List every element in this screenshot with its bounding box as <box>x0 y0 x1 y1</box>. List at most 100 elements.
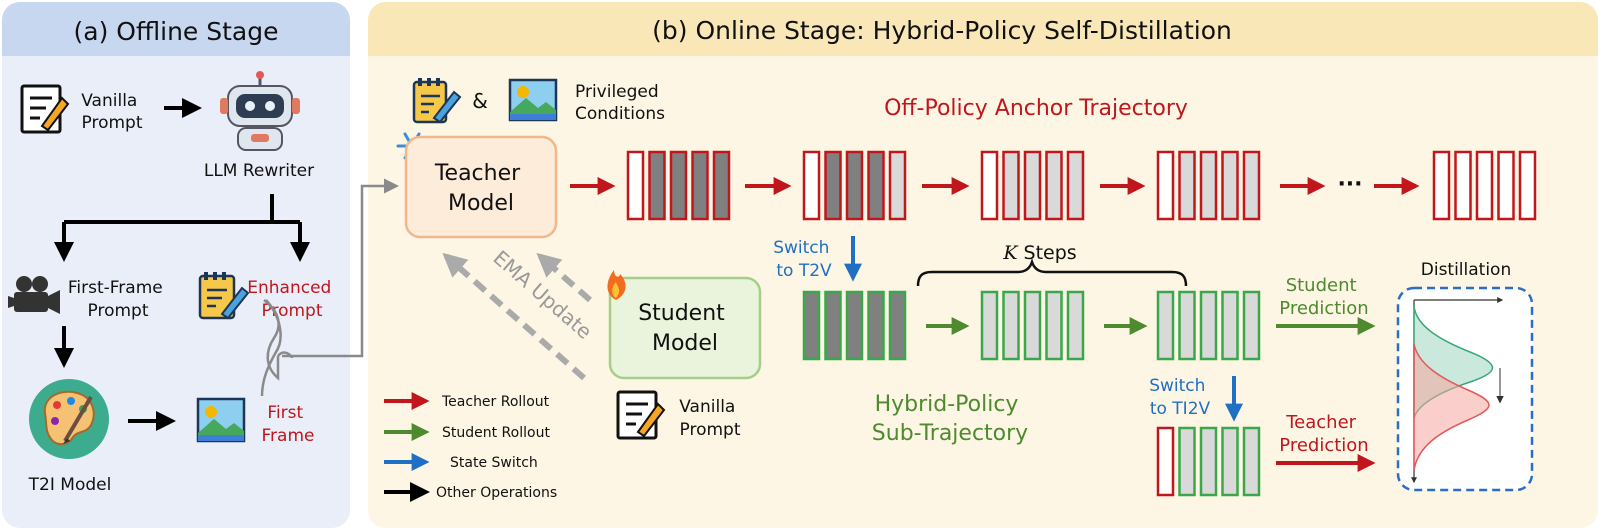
ti2v-traj <box>1156 426 1261 497</box>
teacher-traj-2-cell <box>888 150 907 221</box>
k-steps-brace <box>916 258 1188 287</box>
teacher-traj-5-cell <box>1432 150 1451 221</box>
teacher-traj-3-cell <box>1002 150 1020 221</box>
distillation-label: Distillation <box>1421 260 1512 280</box>
student-notepad-icon <box>616 390 666 440</box>
legend-other-label: Other Operations <box>436 485 557 501</box>
ti2v-traj-cell <box>1199 426 1218 497</box>
teacher-traj-1-cell <box>626 150 645 221</box>
llm-rewriter-label: LLM Rewriter <box>204 161 314 181</box>
ti2v-traj-cell <box>1156 426 1175 497</box>
student-traj-2-cell <box>1066 290 1085 361</box>
hybrid-policy-label: Hybrid-Policy Sub-Trajectory <box>872 392 1028 446</box>
ti2v-traj-cell <box>1221 426 1239 497</box>
teacher-traj-3-cell <box>1066 150 1085 221</box>
notepad-icon <box>20 84 70 134</box>
student-traj-3-cell <box>1221 290 1239 361</box>
trajectory-layer <box>626 150 1537 497</box>
teacher-traj-1-cell <box>669 150 688 221</box>
student-traj-3-cell <box>1156 290 1175 361</box>
teacher-traj-2-cell <box>845 150 864 221</box>
ti2v-traj-cell <box>1178 426 1196 497</box>
robot-icon <box>220 71 300 151</box>
ti2v-traj-cell <box>1242 426 1261 497</box>
legend-switch-label: State Switch <box>450 455 538 471</box>
privileged-conditions-label: Privileged Conditions <box>575 82 665 124</box>
student-traj-3 <box>1156 290 1261 361</box>
first-frame-image-icon <box>196 397 246 443</box>
teacher-traj-1-cell <box>691 150 709 221</box>
distillation-plot <box>1396 286 1534 492</box>
teacher-prediction-label: Teacher Prediction <box>1279 412 1368 456</box>
teacher-traj-5-cell <box>1518 150 1537 221</box>
teacher-traj-2-cell <box>867 150 885 221</box>
student-traj-1-cell <box>888 290 907 361</box>
t2i-model-label: T2I Model <box>28 475 112 495</box>
teacher-traj-4-cell <box>1221 150 1239 221</box>
teacher-traj-1 <box>626 150 731 221</box>
teacher-traj-2 <box>802 150 907 221</box>
teacher-traj-4-cell <box>1156 150 1175 221</box>
teacher-traj-1-cell <box>712 150 731 221</box>
fire-icon <box>607 270 626 300</box>
student-model-label: Student Model <box>638 301 732 356</box>
teacher-traj-3-cell <box>980 150 999 221</box>
student-traj-1-cell <box>802 290 821 361</box>
legend: Teacher Rollout Student Rollout State Sw… <box>384 392 557 502</box>
student-traj-1-cell <box>845 290 864 361</box>
arrow-offline-to-teacher <box>260 299 282 397</box>
arrow-brace-to-teacher <box>282 178 399 358</box>
teacher-traj-5-cell <box>1454 150 1472 221</box>
student-traj-1-cell <box>867 290 885 361</box>
legend-student-label: Student Rollout <box>442 425 550 441</box>
trajectory-ellipsis: ··· <box>1337 172 1362 197</box>
offline-vanilla-prompt-label: Vanilla Prompt <box>81 91 143 133</box>
first-frame-label: First Frame <box>262 403 315 446</box>
online-panel: (b) Online Stage: Hybrid-Policy Self-Dis… <box>368 2 1598 528</box>
switch-t2v-label: Switch to T2V <box>773 238 835 281</box>
ema-arrow-lower <box>442 252 586 381</box>
student-prediction-label: Student Prediction <box>1279 275 1368 319</box>
student-model-box: Student Model <box>608 276 762 380</box>
teacher-traj-4-cell <box>1199 150 1218 221</box>
first-frame-prompt-label: First-Frame Prompt <box>68 278 168 321</box>
student-traj-3-cell <box>1178 290 1196 361</box>
teacher-traj-1-cell <box>648 150 666 221</box>
privileged-notepad-icon <box>412 78 462 124</box>
teacher-traj-5-cell <box>1497 150 1515 221</box>
student-traj-2-cell <box>1002 290 1020 361</box>
teacher-model-box: Teacher Model <box>404 135 558 239</box>
student-traj-2-cell <box>1023 290 1042 361</box>
teacher-traj-2-cell <box>824 150 842 221</box>
teacher-traj-3-cell <box>1023 150 1042 221</box>
student-traj-2-cell <box>980 290 999 361</box>
off-policy-label: Off-Policy Anchor Trajectory <box>884 96 1188 121</box>
online-title: (b) Online Stage: Hybrid-Policy Self-Dis… <box>652 16 1232 45</box>
teacher-distribution <box>1413 343 1490 471</box>
student-vanilla-prompt-label: Vanilla Prompt <box>679 397 741 440</box>
teacher-traj-3-cell <box>1045 150 1063 221</box>
arrow-llm-branch <box>54 194 310 262</box>
legend-teacher-label: Teacher Rollout <box>441 394 550 410</box>
offline-title: (a) Offline Stage <box>74 17 279 46</box>
student-traj-3-cell <box>1242 290 1261 361</box>
teacher-model-label: Teacher Model <box>434 161 527 216</box>
student-traj-1 <box>802 290 907 361</box>
teacher-traj-3 <box>980 150 1085 221</box>
student-traj-2 <box>980 290 1085 361</box>
teacher-traj-5-cell <box>1475 150 1494 221</box>
enhanced-notepad-icon <box>198 272 250 320</box>
privileged-image-icon <box>508 78 558 122</box>
palette-icon <box>29 379 109 459</box>
ampersand: & <box>472 89 488 113</box>
teacher-traj-4-cell <box>1242 150 1261 221</box>
teacher-traj-2-cell <box>802 150 821 221</box>
student-traj-2-cell <box>1045 290 1063 361</box>
student-traj-1-cell <box>824 290 842 361</box>
teacher-traj-4 <box>1156 150 1261 221</box>
switch-ti2v-label: Switch to TI2V <box>1149 376 1211 419</box>
teacher-traj-4-cell <box>1178 150 1196 221</box>
movie-camera-icon <box>8 276 60 314</box>
